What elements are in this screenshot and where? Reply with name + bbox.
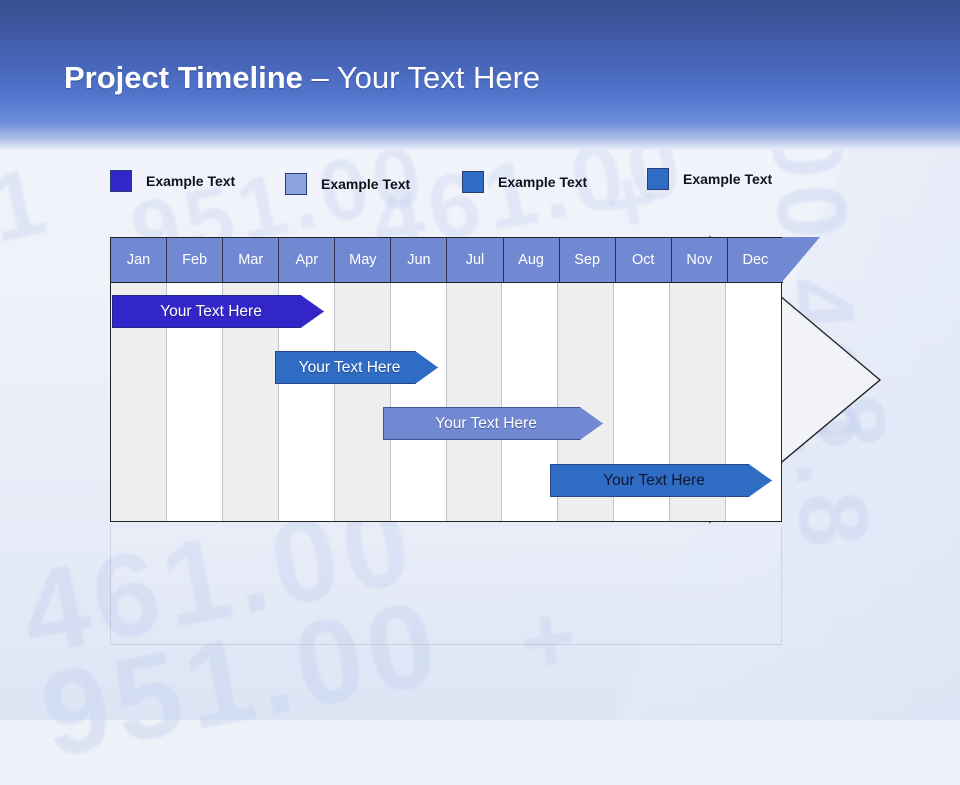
timeline-column — [725, 238, 781, 521]
page-title-separator: – — [302, 60, 337, 95]
timeline-bar-3[interactable]: Your Text Here — [383, 407, 603, 440]
legend-swatch-icon — [647, 168, 669, 190]
watermark-digit: + — [511, 581, 591, 698]
legend-item-label: Example Text — [683, 171, 773, 187]
page-title: Project Timeline – Your Text Here — [64, 60, 540, 96]
legend-swatch-icon — [110, 170, 132, 192]
month-header-sep[interactable]: Sep — [559, 238, 616, 282]
month-header-oct[interactable]: Oct — [615, 238, 672, 282]
timeline-column — [445, 238, 502, 521]
timeline-column — [111, 238, 166, 521]
legend-swatch-icon — [285, 173, 307, 195]
month-header-may[interactable]: May — [335, 238, 392, 282]
timeline-column — [501, 238, 557, 521]
month-header-nov[interactable]: Nov — [671, 238, 728, 282]
legend-item[interactable]: Example Text — [285, 173, 410, 195]
legend-item[interactable]: Example Text — [647, 168, 772, 190]
watermark-digit: 1 — [0, 145, 61, 264]
timeline-chart: Jan Feb Mar Apr May Jun Jul Aug Sep Oct … — [110, 235, 885, 525]
month-header-aug[interactable]: Aug — [503, 238, 560, 282]
timeline-column — [613, 238, 669, 521]
month-header-feb[interactable]: Feb — [167, 238, 224, 282]
month-header-jan[interactable]: Jan — [111, 238, 168, 282]
legend-swatch-icon — [462, 171, 484, 193]
timeline-bar-2[interactable]: Your Text Here — [275, 351, 438, 384]
month-header-mar[interactable]: Mar — [223, 238, 280, 282]
legend-item-label: Example Text — [146, 173, 236, 189]
month-header-jun[interactable]: Jun — [391, 238, 448, 282]
legend-item-label: Example Text — [498, 174, 588, 190]
timeline-column — [165, 238, 222, 521]
page-title-bold: Project Timeline — [64, 60, 303, 95]
page-title-rest: Your Text Here — [336, 60, 541, 95]
legend-item[interactable]: Example Text — [462, 171, 587, 193]
timeline-bar-4[interactable]: Your Text Here — [550, 464, 772, 497]
timeline-bar-label: Your Text Here — [298, 358, 401, 376]
timeline-bar-label: Your Text Here — [435, 414, 537, 432]
timeline-column — [221, 238, 278, 521]
title-banner — [0, 0, 960, 150]
legend-item-label: Example Text — [321, 176, 411, 192]
month-header-apr[interactable]: Apr — [279, 238, 336, 282]
month-header-row: Jan Feb Mar Apr May Jun Jul Aug Sep Oct … — [111, 238, 783, 283]
month-header-jul[interactable]: Jul — [447, 238, 504, 282]
timeline-bar-label: Your Text Here — [160, 302, 262, 320]
month-header-dec[interactable]: Dec — [727, 238, 783, 282]
legend: Example Text Example Text Example Text E… — [0, 168, 960, 200]
timeline-bar-label: Your Text Here — [603, 471, 705, 489]
timeline-bar-1[interactable]: Your Text Here — [112, 295, 324, 328]
legend-item[interactable]: Example Text — [110, 170, 235, 192]
